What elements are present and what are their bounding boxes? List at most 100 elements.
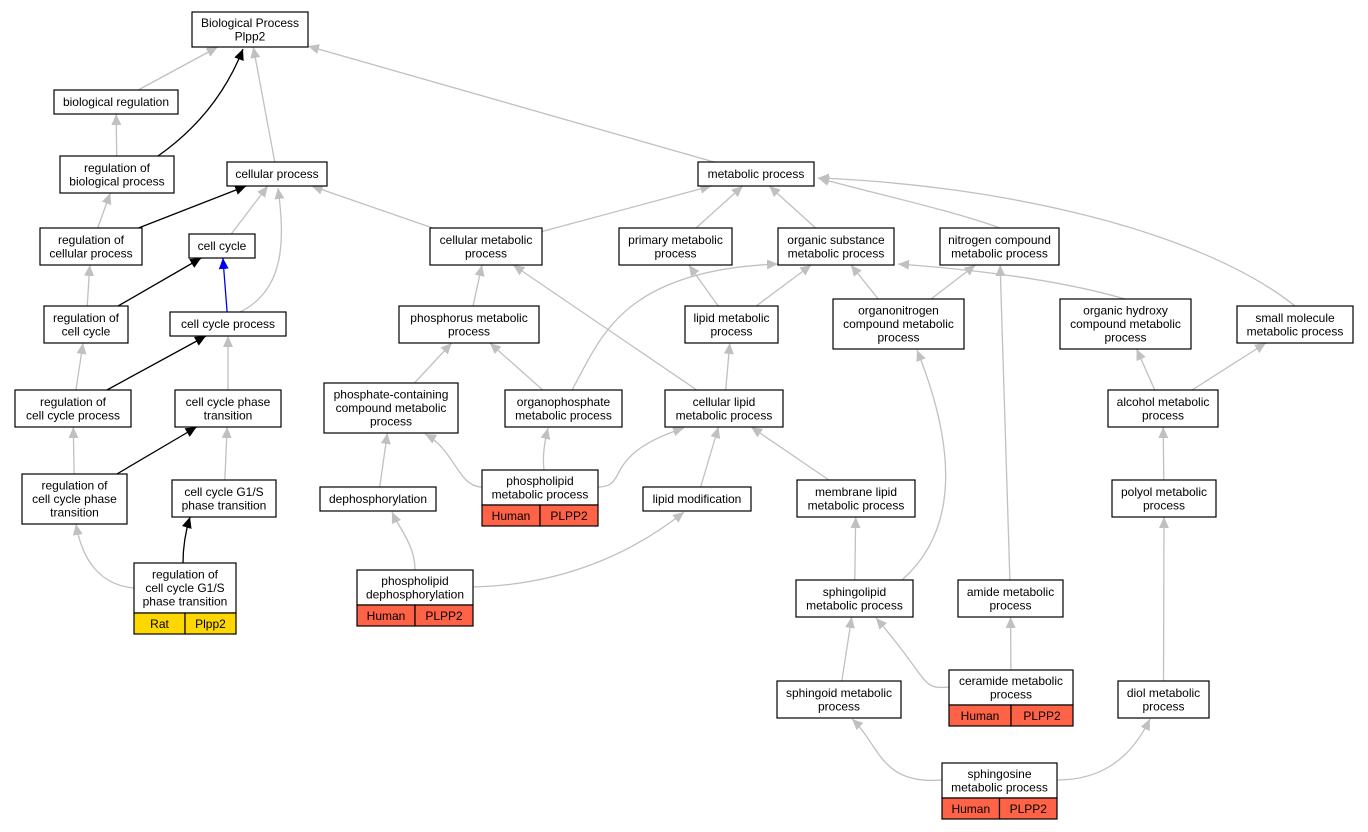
node-box <box>59 155 175 194</box>
node-box <box>642 486 752 512</box>
node-label-line: organic substance <box>787 233 885 247</box>
node-label-line: organic hydroxy <box>1083 304 1168 318</box>
edge-regccphase-to-ccphase <box>116 426 197 475</box>
edge-cellip-to-lipmet <box>723 342 734 391</box>
node-label-line: cellular process <box>49 246 132 260</box>
edge-regccg1s-to-regccphase <box>72 523 135 589</box>
node-label-line: cell cycle process <box>181 317 275 331</box>
node-box <box>776 680 902 719</box>
node-label-line: ceramide metabolic <box>959 674 1063 688</box>
edge-regcell-to-cellproc <box>138 185 247 229</box>
edge-nitro-to-metab <box>817 176 1001 229</box>
node-label-line: process <box>877 331 919 345</box>
node-box <box>1111 479 1217 518</box>
edge-orghyd-to-orgsub <box>897 259 1126 300</box>
edge-phdephos-to-dephos <box>391 511 416 571</box>
node-box <box>796 479 916 518</box>
edge-diol-to-polyol <box>1158 516 1169 682</box>
edge-dephos-to-phoscont <box>379 432 391 488</box>
node-cellcycle[interactable]: cell cycle <box>188 233 256 259</box>
edge-phoscont-to-phosmet <box>413 342 453 384</box>
edge-regccproc-to-ccproc <box>106 335 207 391</box>
node-box <box>53 89 179 115</box>
node-label-line: sphingosine <box>967 767 1031 781</box>
edge-polyol-to-alcohol <box>1158 426 1169 481</box>
edge-phospho-to-cellip <box>597 426 685 488</box>
annotation-cell-label: Rat <box>150 617 169 631</box>
node-box <box>323 382 459 434</box>
node-label-line: Biological Process <box>201 16 299 30</box>
node-label-line: organophosphate <box>517 395 611 409</box>
edge-ccg1s-to-ccphase <box>221 426 232 481</box>
node-ccproc[interactable]: cell cycle process <box>169 311 287 337</box>
node-label-line: phase transition <box>182 498 267 512</box>
edges-layer <box>68 44 1296 781</box>
annotation-cell <box>998 797 1058 820</box>
node-label-line: lipid metabolic <box>693 311 769 325</box>
node-lipmod[interactable]: lipid modification <box>642 486 752 512</box>
node-cellproc[interactable]: cellular process <box>226 161 328 187</box>
edge-phospho-to-phoscont <box>424 433 483 488</box>
edge-lipmet-to-orgsub <box>755 264 812 307</box>
node-label-line: phospholipid <box>381 574 448 588</box>
node-label-line: cellular lipid <box>693 395 756 409</box>
edge-phosmet-to-cellmet <box>472 264 485 307</box>
node-label-line: metabolic process <box>708 167 805 181</box>
node-bioreg[interactable]: biological regulation <box>53 89 179 115</box>
annotation-cell-label: PLPP2 <box>425 609 463 623</box>
node-label-line: cell cycle phase <box>32 492 117 506</box>
edge-organon-to-orgsub <box>850 264 879 300</box>
node-label-line: transition <box>204 408 253 422</box>
node-box <box>191 11 309 48</box>
node-label-line: Plpp2 <box>235 30 266 44</box>
node-label-line: metabolic process <box>1247 324 1344 338</box>
node-metab[interactable]: metabolic process <box>697 161 815 187</box>
annotation-cell-label: PLPP2 <box>550 509 588 523</box>
node-box <box>481 469 599 506</box>
node-label-line: primary metabolic <box>628 233 723 247</box>
node-box <box>39 227 143 266</box>
node-label-line: regulation of <box>40 395 107 409</box>
edge-regcc-to-cellcycle <box>117 257 202 307</box>
edge-lipmet-to-primet <box>688 264 719 307</box>
node-box <box>1059 298 1192 350</box>
node-dephos[interactable]: dephosphorylation <box>319 486 437 512</box>
edge-ccproc-to-cellcycle <box>218 257 229 313</box>
node-label-line: process <box>1104 331 1146 345</box>
edge-cellmet-to-cellproc <box>311 184 433 229</box>
node-label-line: cell cycle process <box>26 408 120 422</box>
node-label-line: cellular process <box>235 167 318 181</box>
